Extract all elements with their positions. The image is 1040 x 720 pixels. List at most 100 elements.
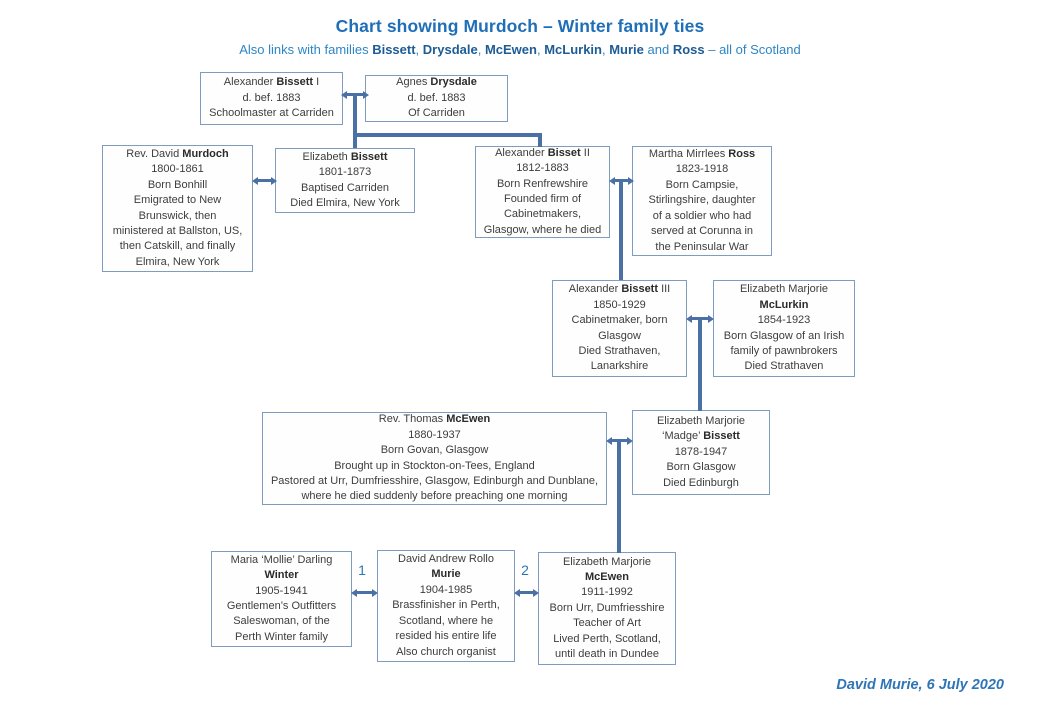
- person-text-line: Pastored at Urr, Dumfriesshire, Glasgow,…: [270, 474, 599, 487]
- person-text-line: Saleswoman, of the: [233, 615, 330, 628]
- person-text-line: Born Glasgow of an Irish: [723, 329, 845, 342]
- person-text-line: ministered at Ballston, US,: [112, 224, 243, 237]
- marriage-connector-murdoch-bissett: [252, 176, 277, 185]
- person-text-line: d. bef. 1883: [407, 91, 466, 104]
- person-text-line: Elmira, New York: [135, 255, 220, 268]
- person-text-line: David Andrew Rollo: [398, 553, 494, 566]
- person-text-line: d. bef. 1883: [242, 91, 301, 104]
- person-text-line: then Catskill, and finally: [119, 240, 236, 253]
- person-text-line: until death in Dundee: [555, 648, 659, 661]
- person-text-line: Maria ‘Mollie’ Darling: [230, 553, 333, 566]
- person-text-line: Born Glasgow: [666, 461, 736, 474]
- person-text-line: Scotland, where he: [398, 614, 494, 627]
- person-text-line: Founded firm of: [503, 193, 582, 205]
- person-text-line: 1812-1883: [516, 162, 569, 175]
- marriage-connector-mcewen-bissett: [606, 436, 633, 445]
- person-text-line: Elizabeth Marjorie: [562, 555, 652, 568]
- descent-line-to-bissett-iii: [619, 182, 623, 280]
- person-text-line: Died Elmira, New York: [290, 196, 400, 209]
- marriage-connector-winter-murie: [351, 588, 378, 597]
- person-text-line: Brunswick, then: [138, 209, 217, 222]
- person-text-line: McEwen: [584, 570, 629, 583]
- person-text-line: Born Urr, Dumfriesshire: [549, 601, 665, 614]
- person-text-line: Teacher of Art: [573, 617, 641, 630]
- person-text-line: Glasgow: [598, 329, 641, 342]
- person-text-line: Emigrated to New: [133, 194, 222, 207]
- person-text-line: Alexander Bissett III: [568, 283, 671, 296]
- person-text-line: served at Corunna in: [650, 225, 754, 238]
- marriage-connector-bissett-mclurkin: [686, 314, 714, 323]
- person-text-line: where he died suddenly before preaching …: [301, 490, 568, 503]
- person-text-line: 1823-1918: [675, 163, 729, 176]
- person-text-line: the Peninsular War: [655, 240, 749, 253]
- person-text-line: Born Bonhill: [147, 178, 208, 191]
- person-text-line: 1800-1861: [151, 163, 204, 176]
- person-text-line: Brought up in Stockton-on-Tees, England: [334, 459, 535, 472]
- person-text-line: of a soldier who had: [652, 209, 752, 222]
- person-text-line: Died Strathaven,: [578, 344, 661, 357]
- marriage-connector-murie-mcewen: [514, 588, 539, 597]
- person-text-line: 1850-1929: [593, 298, 646, 311]
- descent-line-to-elizabeth-mcewen: [617, 441, 621, 553]
- person-text-line: Perth Winter family: [235, 630, 328, 643]
- person-text-line: 1880-1937: [408, 428, 461, 441]
- person-text-line: 1904-1985: [419, 583, 473, 596]
- sibling-branch-line: [353, 133, 542, 137]
- person-text-line: Born Govan, Glasgow: [380, 444, 489, 457]
- person-text-line: Gentlemen’s Outfitters: [226, 600, 337, 612]
- person-text-line: Lived Perth, Scotland,: [553, 632, 661, 645]
- person-text-line: 1911-1992: [581, 586, 633, 599]
- person-text-line: Died Edinburgh: [663, 476, 739, 489]
- person-text-line: Cabinetmaker, born: [571, 314, 668, 327]
- person-text-line: Glasgow, where he died: [483, 223, 602, 236]
- person-text-line: Agnes Drysdale: [396, 76, 477, 89]
- person-text-line: Died Strathaven: [744, 360, 824, 373]
- page-subtitle: Also links with families Bissett, Drysda…: [239, 42, 801, 57]
- descent-line-bissett-drysdale-children: [353, 96, 357, 148]
- person-text-line: Born Campsie,: [665, 178, 739, 191]
- person-text-line: Murie: [431, 568, 461, 581]
- person-text-line: 1854-1923: [757, 314, 811, 327]
- person-text-line: Winter: [264, 569, 299, 582]
- person-text-line: Martha Mirrlees Ross: [648, 148, 756, 161]
- person-text-line: Brassfinisher in Perth,: [392, 599, 500, 612]
- marriage-connector-bisset-ross: [609, 176, 634, 185]
- person-text-line: Elizabeth Bissett: [302, 150, 388, 163]
- person-box-agnes-drysdale: Agnes Drysdale d. bef. 1883 Of Carriden: [365, 75, 508, 122]
- person-text-line: Alexander Bisset II: [495, 146, 590, 159]
- author-signature: David Murie, 6 July 2020: [836, 677, 1004, 693]
- person-text-line: McLurkin: [759, 298, 809, 311]
- descent-stub-alexander-bisset-ii: [538, 135, 542, 147]
- person-text-line: Rev. Thomas McEwen: [378, 413, 491, 426]
- person-text-line: 1878-1947: [674, 445, 728, 458]
- person-text-line: resided his entire life: [395, 630, 497, 643]
- person-text-line: 1801-1873: [318, 166, 372, 179]
- marriage-connector-bissett-drysdale: [341, 90, 369, 99]
- descent-line-to-madge-bissett: [698, 320, 702, 411]
- marriage-number-2: 2: [521, 562, 529, 578]
- person-text-line: Stirlingshire, daughter: [648, 194, 756, 207]
- person-text-line: Of Carriden: [408, 107, 465, 120]
- person-text-line: Baptised Carriden: [300, 181, 390, 194]
- person-text-line: Cabinetmakers,: [503, 208, 582, 221]
- person-text-line: Lanarkshire: [590, 360, 649, 373]
- person-text-line: family of pawnbrokers: [730, 344, 838, 357]
- person-text-line: Alexander Bissett I: [223, 76, 320, 89]
- person-text-line: Schoolmaster at Carriden: [209, 107, 334, 120]
- person-text-line: Elizabeth Marjorie: [739, 283, 829, 296]
- marriage-number-1: 1: [358, 562, 366, 578]
- person-text-line: ‘Madge’ Bissett: [662, 430, 740, 443]
- person-text-line: Rev. David Murdoch: [126, 147, 229, 160]
- person-text-line: Also church organist: [396, 645, 496, 658]
- person-text-line: Elizabeth Marjorie: [656, 414, 746, 427]
